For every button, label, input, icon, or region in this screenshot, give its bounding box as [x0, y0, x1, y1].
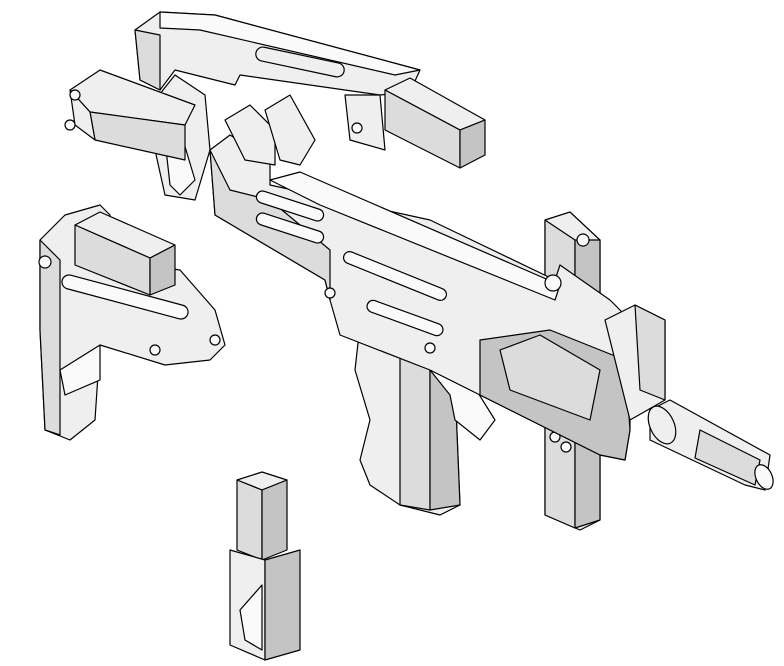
loose-magazine	[229, 471, 301, 661]
stock-assembly	[38, 204, 226, 441]
folded-stock-assembly	[64, 11, 486, 201]
barrel	[647, 399, 774, 491]
receiver	[209, 94, 666, 461]
pistol-grip	[354, 319, 496, 516]
